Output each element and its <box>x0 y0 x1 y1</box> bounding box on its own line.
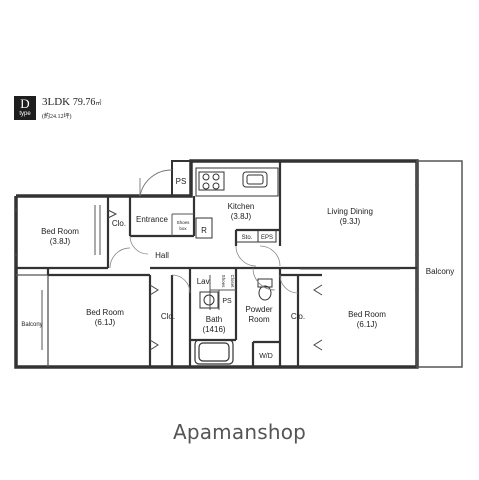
kitchen-counter <box>195 167 279 239</box>
windows <box>14 184 419 351</box>
kitchen-label: Kitchen <box>228 202 255 211</box>
shoe-box-label: Shoes <box>177 220 191 225</box>
living-dining-size: (9.3J) <box>340 217 361 226</box>
type-word: type <box>19 111 31 117</box>
storage-boxes <box>235 229 277 243</box>
entrance-label: Entrance <box>136 215 169 224</box>
washer-label: W/D <box>259 353 273 360</box>
entrance-door <box>139 169 173 197</box>
bed-room-se-label: Bed Room <box>348 310 386 319</box>
ps-mid-label: PS <box>222 298 232 305</box>
bed-room-nw-size: (3.8J) <box>50 237 71 246</box>
storage-label: Sto. <box>242 235 253 241</box>
floor-area-unit: ㎡ <box>95 101 102 107</box>
refrigerator-label: R <box>201 226 207 235</box>
type-letter: D <box>20 96 30 111</box>
bathtub <box>194 339 234 365</box>
lavatory-label: Lav. <box>197 277 212 286</box>
bath-size: (1416) <box>202 325 225 334</box>
closet-sw-label: Clo. <box>161 312 175 321</box>
ps-top-label: PS <box>176 177 187 186</box>
ps-box-top <box>171 160 192 197</box>
closet-se-label: Clo. <box>291 312 305 321</box>
hall-label: Hall <box>155 251 169 260</box>
balcony-east-label: Balcony <box>426 267 454 276</box>
shoe-box-label-2: box <box>179 226 187 231</box>
shoe-closet-label: Shoes <box>221 275 226 289</box>
lavatory-sink <box>199 291 219 309</box>
shoe-closet-label-2: Closet <box>230 275 235 289</box>
closet-n-label: Clo. <box>112 219 126 228</box>
bed-room-nw-label: Bed Room <box>41 227 79 236</box>
balcony-west-label: Balcony <box>21 322 42 328</box>
toilet <box>257 278 273 301</box>
layout-type: 3LDK <box>42 96 71 108</box>
bed-room-sw-size: (6.1J) <box>95 318 116 327</box>
thin-partitions <box>94 205 236 310</box>
floor-area-tsubo: (約24.12坪) <box>42 114 72 120</box>
bed-room-sw-label: Bed Room <box>86 308 124 317</box>
door-arcs <box>109 235 299 294</box>
bath-label: Bath <box>206 315 222 324</box>
exterior-walls <box>14 159 419 369</box>
floor-area: 79.76 <box>72 97 96 108</box>
east-balcony-outline <box>416 160 463 368</box>
closet-door-marks <box>107 209 323 351</box>
living-dining-label: Living Dining <box>327 207 373 216</box>
eps-label: EPS <box>261 235 273 241</box>
powder-room-label-2: Room <box>248 315 270 324</box>
plan-title: 3LDK 79.76㎡ <box>42 96 101 108</box>
kitchen-size: (3.8J) <box>231 212 252 221</box>
interior-walls <box>16 161 417 367</box>
west-balcony-outline <box>16 274 49 367</box>
bed-room-se-size: (6.1J) <box>357 320 378 329</box>
brand-logo: Apamanshop <box>172 420 307 444</box>
type-badge: D type <box>14 96 36 120</box>
powder-room-label: Powder <box>245 305 272 314</box>
